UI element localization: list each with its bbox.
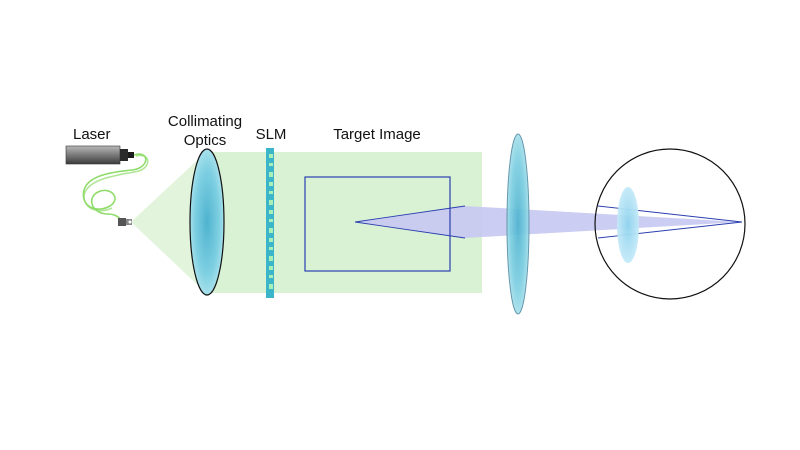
target-image-label: Target Image (333, 126, 421, 143)
fiber-connector-icon (118, 218, 132, 226)
target-image-frame (304, 176, 451, 272)
collimating-optics-label-line1: Collimating (168, 113, 242, 130)
eye-icon (594, 148, 746, 300)
projection-beam-edge-top (354, 205, 466, 223)
eye-crystalline-lens (617, 187, 639, 263)
collimating-lens-icon (189, 148, 225, 296)
slm-icon (266, 148, 274, 298)
eyepiece-lens-icon (506, 133, 530, 315)
projection-beam (355, 206, 742, 238)
collimating-optics-label-line2: Optics (184, 132, 227, 149)
projection-beam-edge-bottom (354, 221, 466, 239)
diverging-beam (131, 152, 206, 293)
slm-label: SLM (256, 126, 287, 143)
fiber-icon (82, 153, 149, 223)
laser-label: Laser (73, 126, 111, 143)
laser-icon (65, 145, 134, 165)
